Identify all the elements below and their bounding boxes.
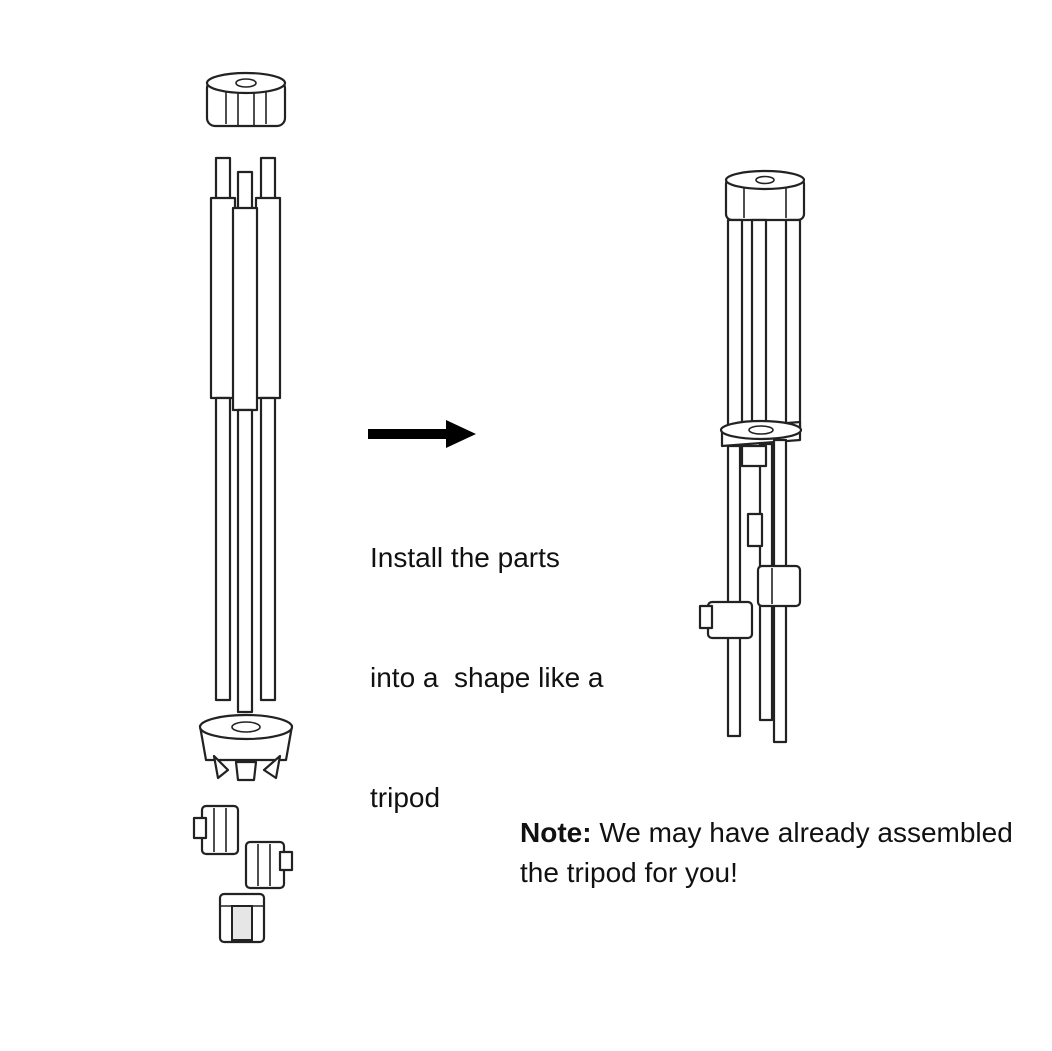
instruction-line-2: into a shape like a [370,662,604,693]
top-cap [205,71,287,128]
note-label: Note: [520,817,592,848]
arrow-icon [368,420,476,448]
clip-2 [244,840,294,890]
assembled-tripod [698,169,806,744]
exploded-parts [192,71,294,944]
instruction-text: Install the parts into a shape like a tr… [370,458,670,858]
clip-1 [192,804,240,856]
base-hub [198,713,294,782]
clip-3 [218,892,266,944]
instruction-line-1: Install the parts [370,542,560,573]
pole-left [209,156,237,702]
poles [209,156,282,714]
assembly-note: Note: We may have already assembled the … [520,813,1020,893]
pole-right [254,156,282,702]
instruction-line-3: tripod [370,782,441,813]
note-text: We may have already assembled the tripod… [520,817,1013,888]
pole-center [231,170,259,714]
